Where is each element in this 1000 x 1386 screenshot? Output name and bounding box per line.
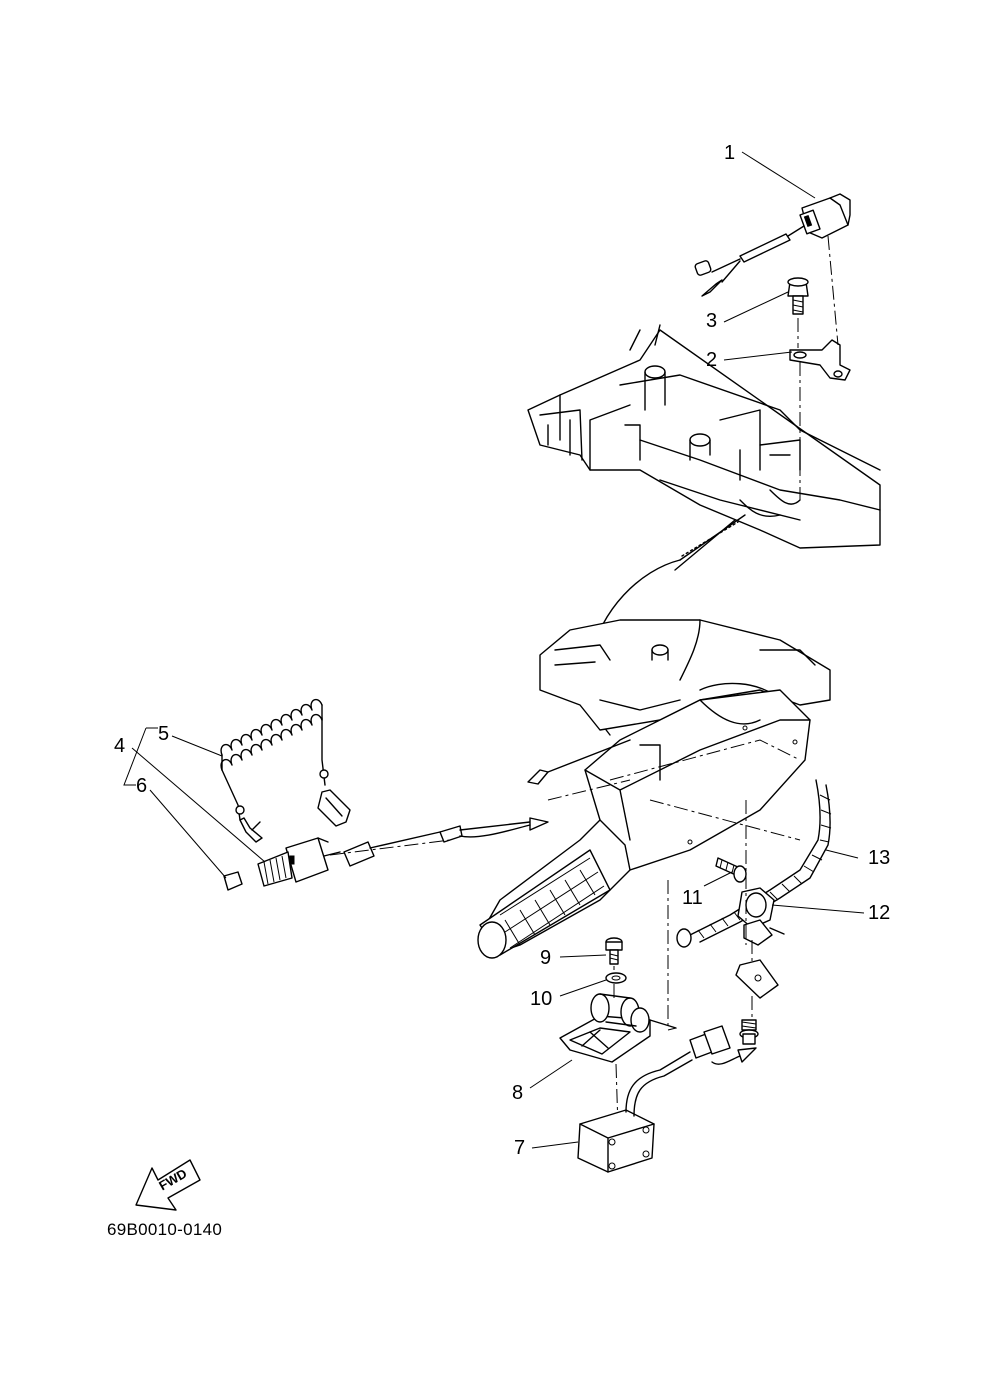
lanyard-assembly: [220, 698, 631, 891]
diagram-code: 69B0010-0140: [107, 1220, 223, 1239]
washer-10: [605, 972, 627, 984]
part-label-1: 1: [724, 142, 736, 164]
screw-11: [715, 857, 747, 883]
harness-clamp: [676, 779, 832, 1045]
part-label-13: 13: [868, 847, 891, 869]
upper-bracket: [527, 324, 881, 549]
bracket-8: [559, 800, 747, 1129]
part-label-8: 8: [512, 1082, 524, 1104]
unit-7: [577, 1025, 757, 1173]
leader-lines: [123, 151, 865, 1149]
part-label-12: 12: [868, 902, 891, 924]
part-label-3: 3: [706, 310, 718, 332]
part-label-6: 6: [136, 775, 148, 797]
part-label-7: 7: [514, 1137, 526, 1159]
part-label-2: 2: [706, 349, 718, 371]
part-label-11: 11: [682, 887, 703, 909]
part-label-5: 5: [158, 723, 170, 745]
part-label-4: 4: [114, 735, 126, 757]
part-label-9: 9: [540, 947, 552, 969]
forward-arrow-icon: [135, 1159, 201, 1211]
tiller-arm: [477, 689, 811, 959]
stop-switch-assembly: [694, 193, 851, 500]
part-label-10: 10: [530, 988, 553, 1010]
lanyard-coil: [220, 698, 323, 771]
screw-9: [605, 937, 623, 965]
